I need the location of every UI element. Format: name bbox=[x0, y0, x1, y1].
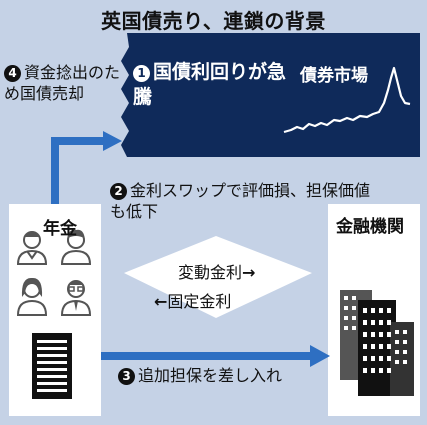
bond-market-label: 債券市場 bbox=[300, 66, 368, 86]
floating-rate-label: 変動金利→ bbox=[178, 259, 255, 283]
market-chart bbox=[283, 66, 411, 134]
left-arrow-icon: ← bbox=[154, 292, 168, 311]
step-2-marker: 2 bbox=[110, 183, 127, 200]
fixed-rate-label: ←固定金利 bbox=[154, 288, 231, 312]
right-arrow-icon: → bbox=[242, 263, 256, 282]
step-2-text: 金利スワップで評価損、担保価値も低下 bbox=[110, 181, 371, 221]
step-1-text: 国債利回りが急騰 bbox=[133, 61, 287, 108]
person-icon bbox=[16, 231, 48, 265]
financial-institution-label: 金融機関 bbox=[336, 217, 404, 237]
building-icon bbox=[32, 333, 72, 399]
step-1-marker: 1 bbox=[133, 65, 150, 82]
market-panel bbox=[121, 33, 420, 157]
diagram-title: 英国債売り、連鎖の背景 bbox=[101, 9, 326, 33]
person-icon bbox=[60, 280, 92, 316]
person-icon bbox=[16, 277, 48, 316]
step-4-text: 資金捻出のため国債売却 bbox=[4, 63, 121, 103]
city-buildings-icon bbox=[340, 290, 414, 396]
swap-diamond bbox=[124, 236, 312, 318]
bond-yield-line bbox=[283, 66, 411, 134]
step-4-marker: 4 bbox=[4, 65, 21, 82]
collateral-arrow bbox=[101, 345, 330, 367]
person-icon bbox=[60, 229, 92, 265]
fixed-rate-text: 固定金利 bbox=[167, 292, 232, 311]
floating-rate-text: 変動金利 bbox=[178, 263, 243, 282]
step-3-marker: 3 bbox=[118, 368, 135, 385]
sell-bonds-arrow bbox=[51, 131, 122, 204]
pension-label: 年金 bbox=[43, 219, 77, 239]
step-3-text: 追加担保を差し入れ bbox=[138, 366, 283, 385]
